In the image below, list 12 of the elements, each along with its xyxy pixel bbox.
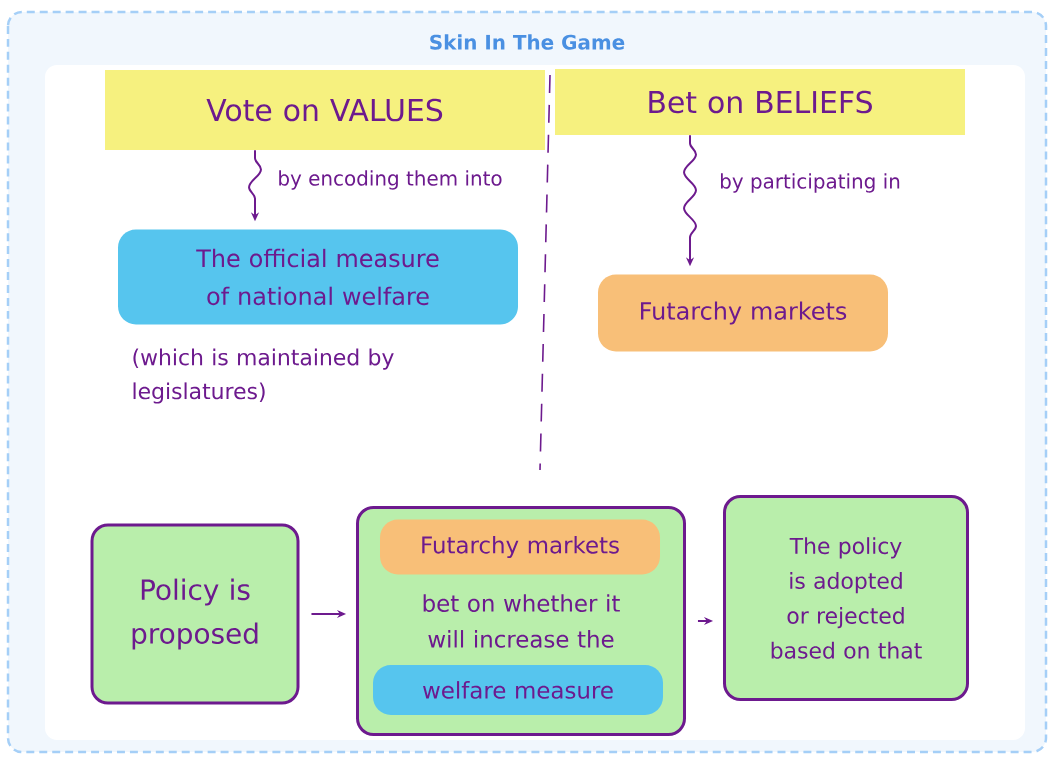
highlight-box: Futarchy markets <box>380 519 660 575</box>
highlight-box: The official measure of national welfare <box>118 229 518 325</box>
edge-label: by encoding them into <box>275 168 505 192</box>
note-text: (which is maintained by legislatures) <box>133 348 394 404</box>
edge-label: by participating in <box>717 171 903 195</box>
highlight-box: welfare measure <box>373 665 663 715</box>
title: Skin In The Game <box>430 34 625 50</box>
process-box: The policy is adopted or rejected based on that <box>723 495 969 701</box>
heading-band: Vote on VALUES <box>105 70 545 150</box>
highlight-box: Futarchy markets <box>598 274 888 352</box>
heading-band: Bet on BELIEFS <box>555 69 965 135</box>
process-box: Policy is proposed <box>90 523 300 705</box>
